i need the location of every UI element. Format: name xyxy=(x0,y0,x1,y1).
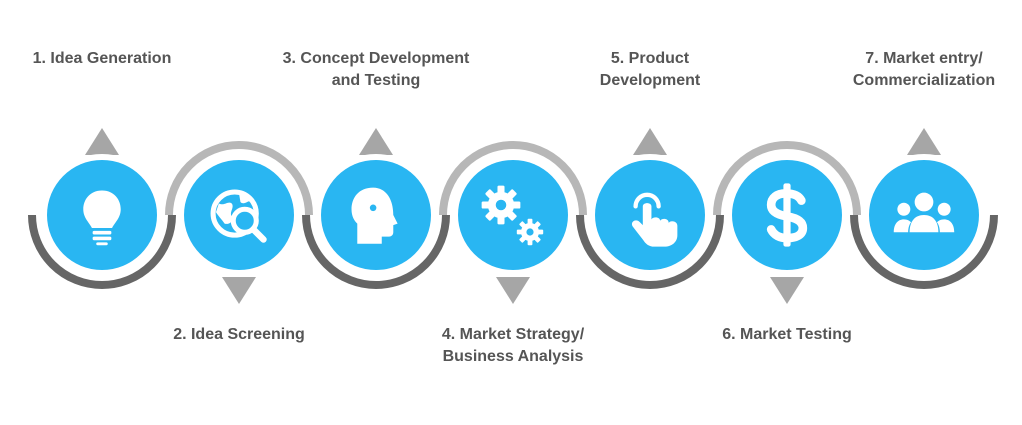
step-label: 5. Product Development xyxy=(599,50,701,89)
dark-arc xyxy=(302,214,450,289)
light-arc xyxy=(439,141,587,216)
dark-arc xyxy=(850,214,998,289)
light-arc xyxy=(165,141,313,216)
arrow-down-icon xyxy=(496,277,530,304)
arrow-down-icon xyxy=(222,277,256,304)
arrow-up-icon xyxy=(907,128,941,155)
arrow-down-icon xyxy=(770,277,804,304)
dark-arc xyxy=(576,214,724,289)
light-arc xyxy=(713,141,861,216)
dark-arc xyxy=(28,214,176,289)
arrow-up-icon xyxy=(85,128,119,155)
step-label: 2. Idea Screening xyxy=(173,326,305,343)
step-label: 1. Idea Generation xyxy=(32,50,172,67)
step-label: 6. Market Testing xyxy=(722,326,852,343)
arrow-up-icon xyxy=(359,128,393,155)
arrow-up-icon xyxy=(633,128,667,155)
step-label: 4. Market Strategy/ Business Analysis xyxy=(441,326,585,365)
step-label: 3. Concept Development and Testing xyxy=(282,50,470,89)
step-label: 7. Market entry/ Commercialization xyxy=(852,50,996,89)
